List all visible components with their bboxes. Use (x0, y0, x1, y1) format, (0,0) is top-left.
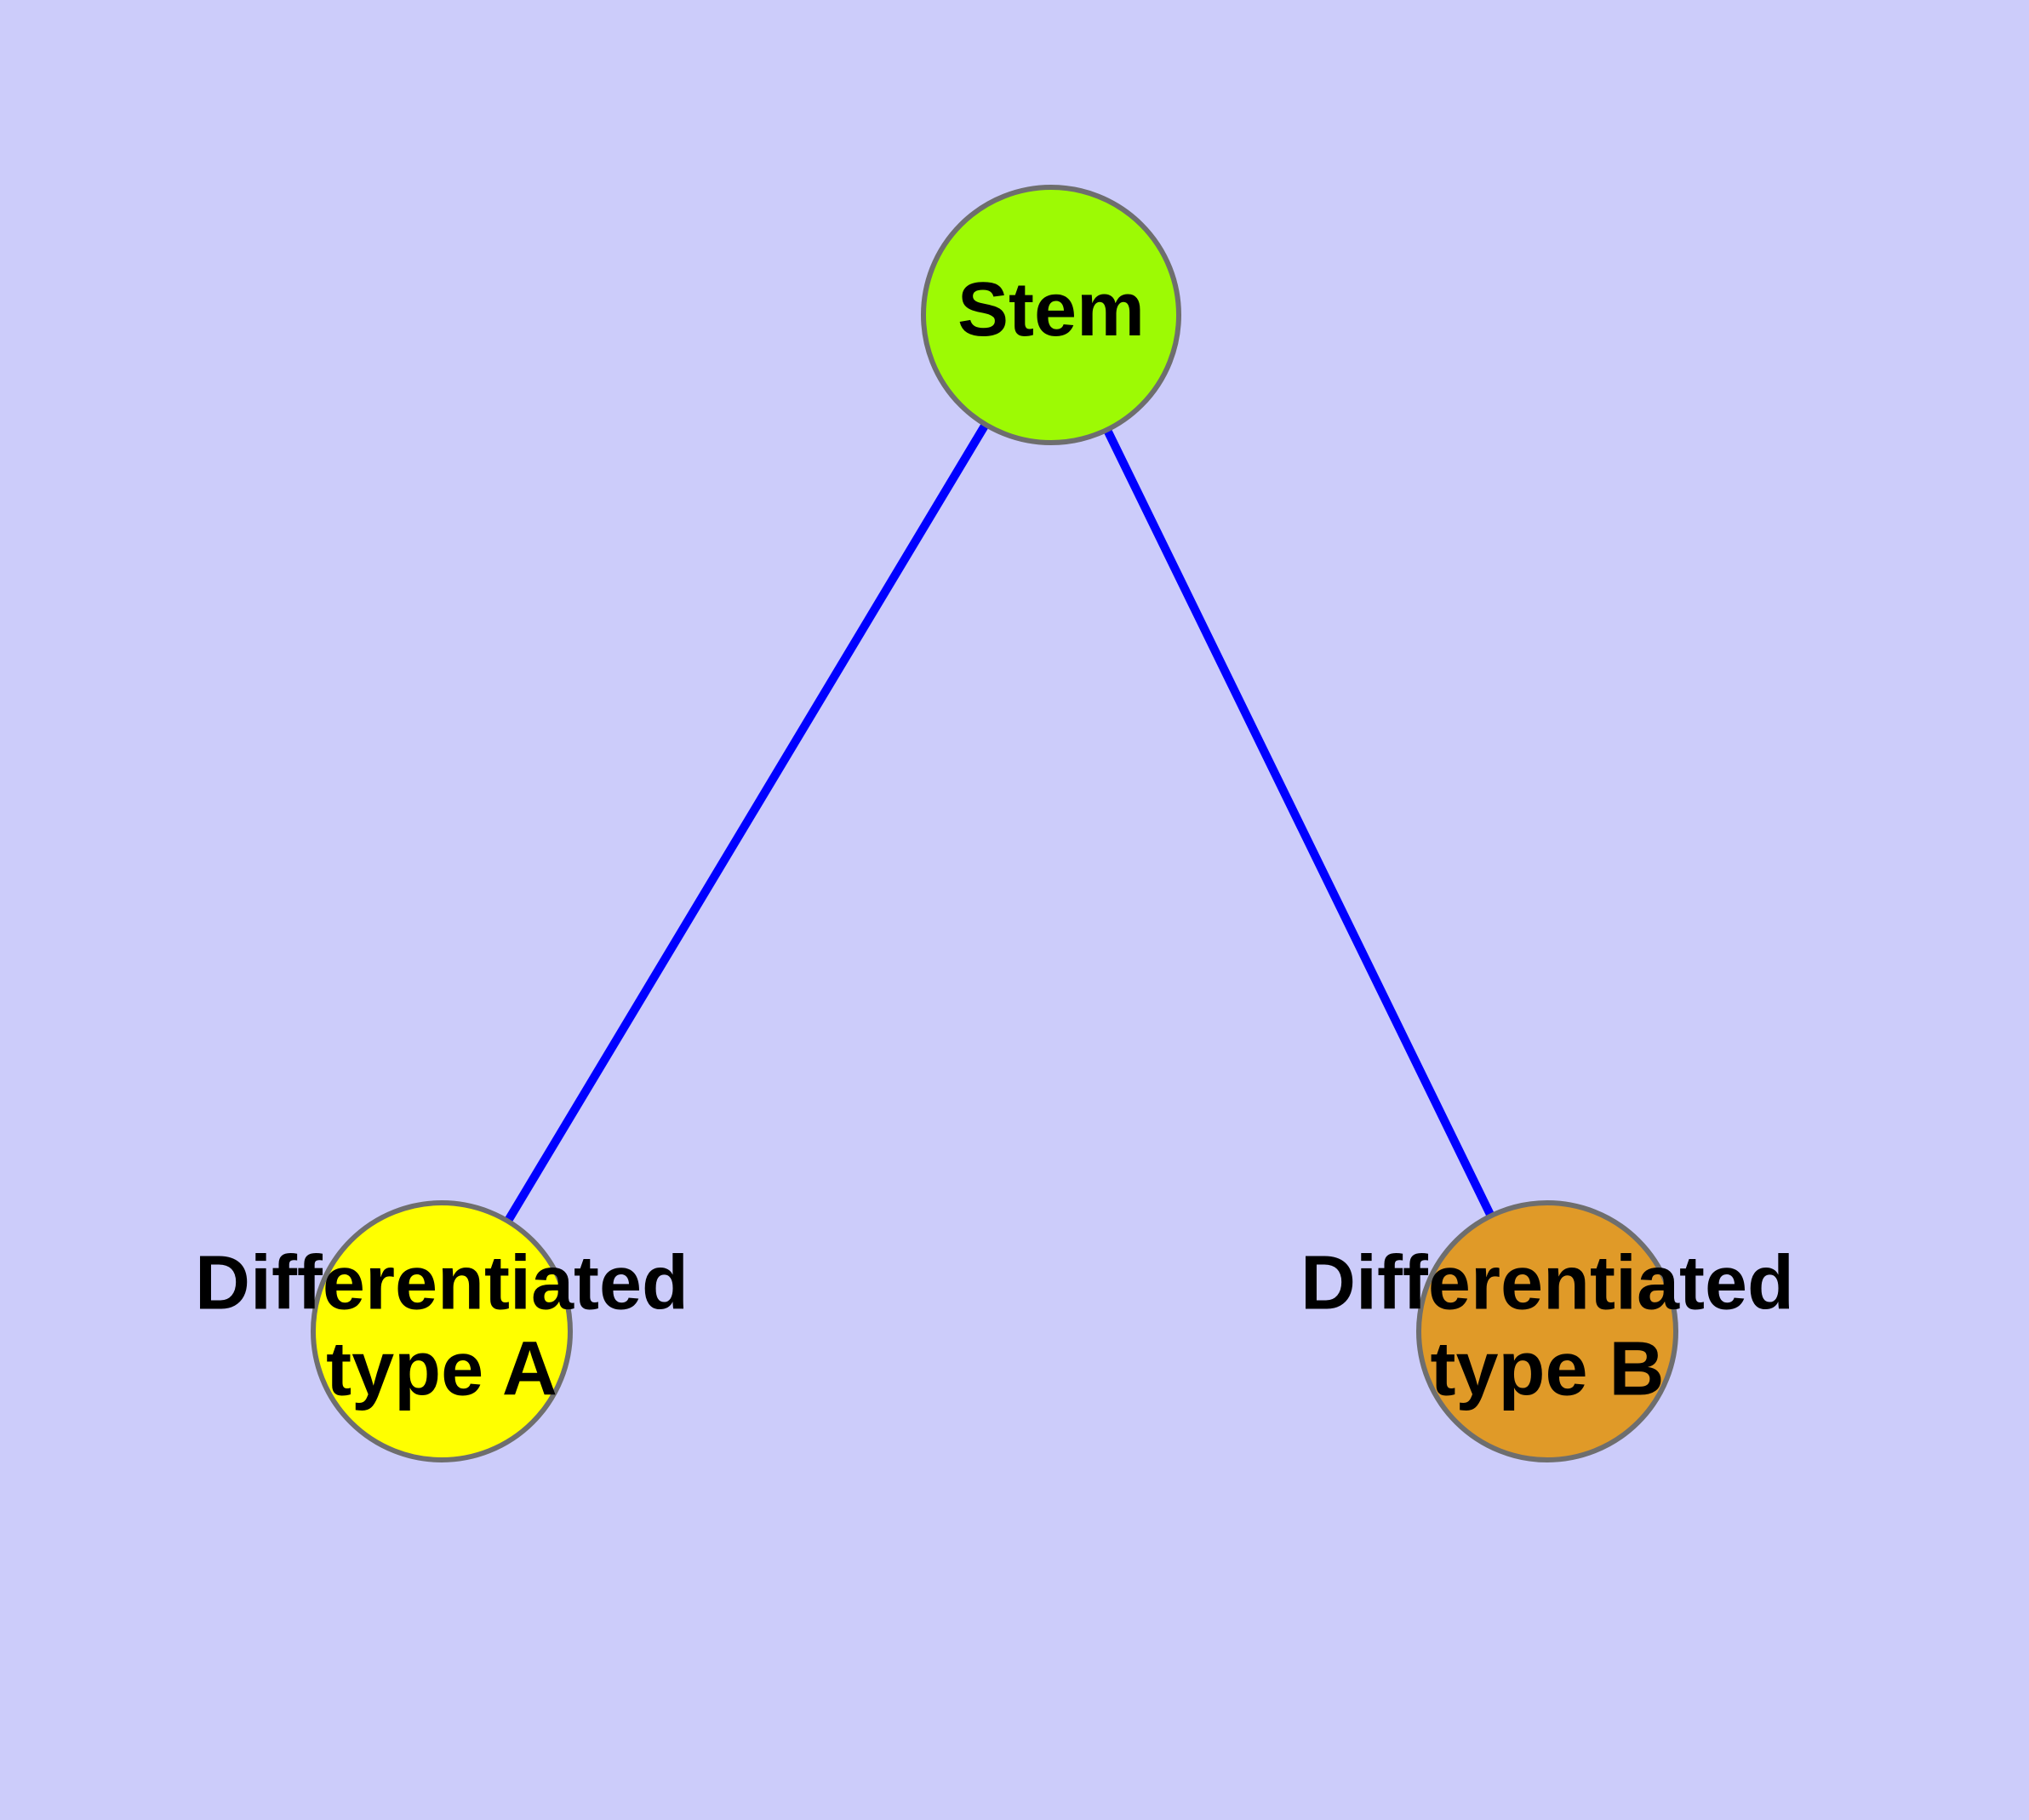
node-circle-stem[interactable] (921, 185, 1181, 445)
node-label-line: Stem (957, 267, 1145, 352)
edge-stem-diff-a[interactable] (504, 422, 990, 1224)
node-circle-diff-a[interactable] (311, 1200, 573, 1462)
edge-stem-diff-b[interactable] (1103, 427, 1495, 1218)
node-label-line: type B (1430, 1326, 1664, 1411)
node-circle-diff-b[interactable] (1416, 1200, 1678, 1462)
node-label-stem: Stem (957, 267, 1145, 352)
node-stem[interactable]: Stem (921, 185, 1181, 445)
node-label-line: type A (326, 1326, 557, 1411)
node-label-line: Differentiated (195, 1240, 689, 1325)
edge-layer (504, 422, 1495, 1224)
node-label-line: Differentiated (1300, 1240, 1794, 1325)
